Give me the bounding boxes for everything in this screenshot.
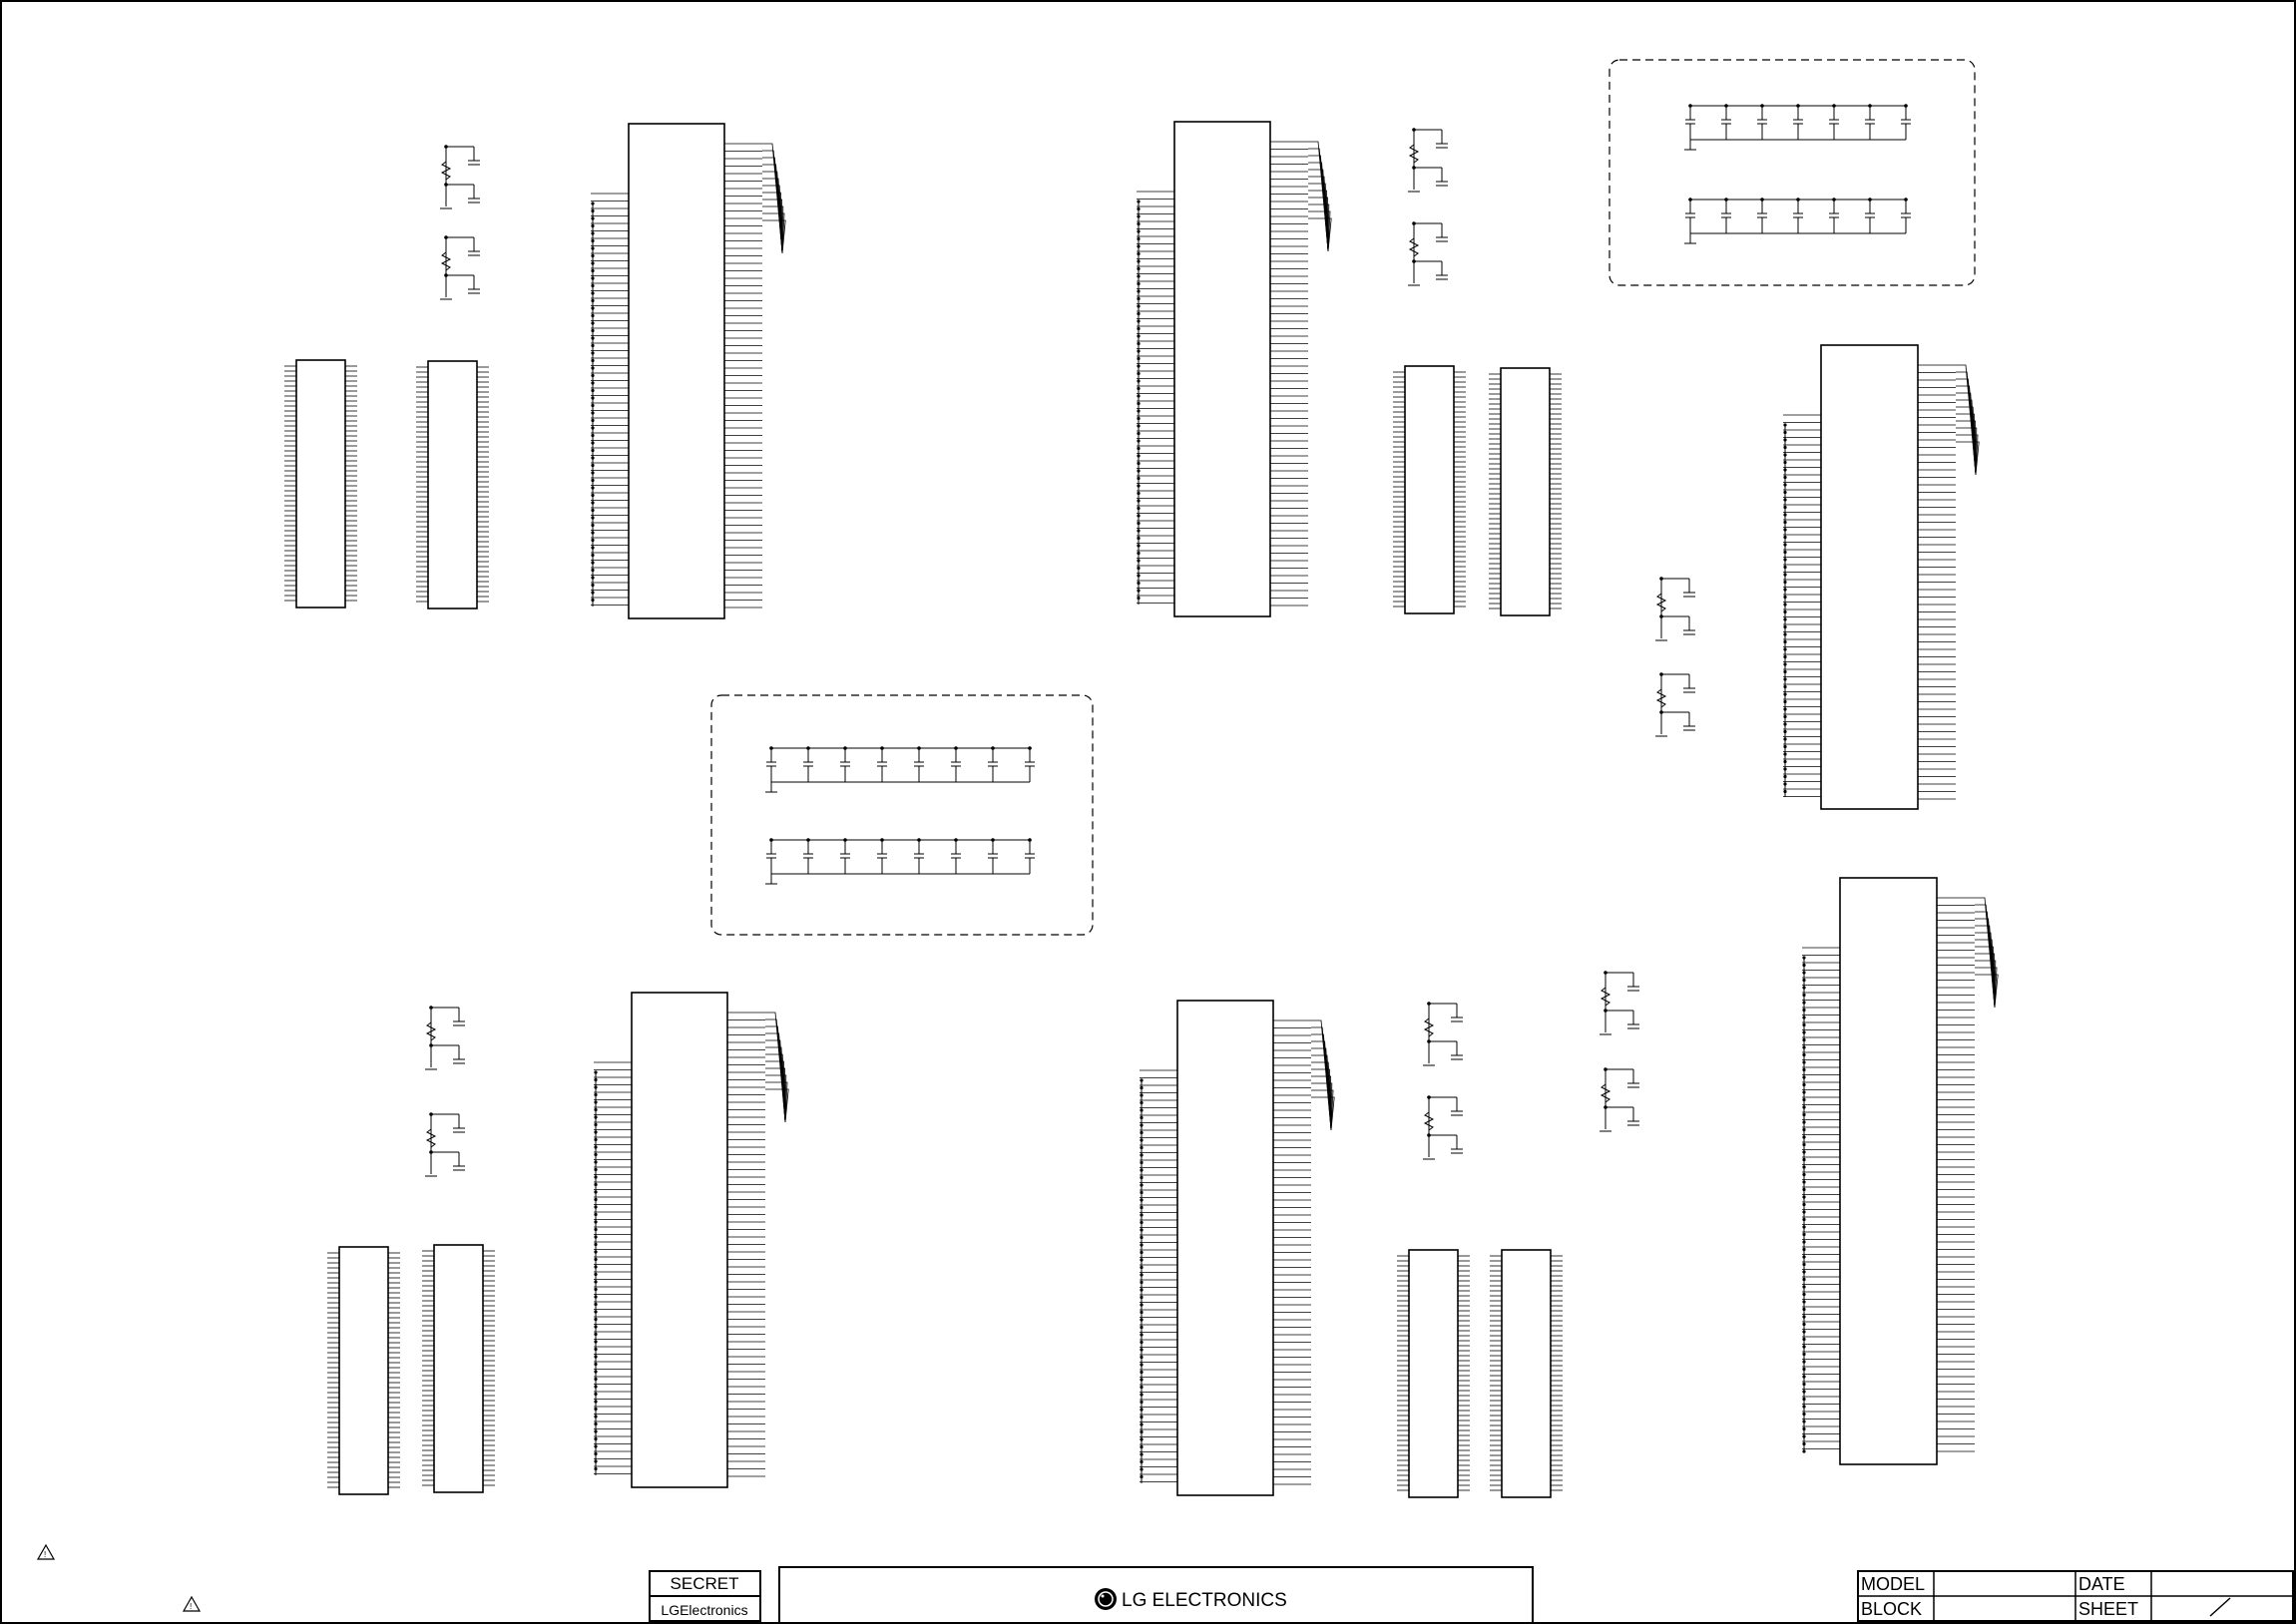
decoupling-region-top <box>1608 59 1976 286</box>
warning-triangle-icon: ! <box>182 1595 202 1612</box>
decoupling-region-middle <box>710 694 1094 936</box>
ic-u4 <box>1176 1000 1274 1496</box>
secret-label: SECRET <box>671 1574 739 1593</box>
ic-m7 <box>1408 1249 1459 1498</box>
ic-chips <box>295 121 1938 1498</box>
ic-m1 <box>295 359 346 609</box>
date-label: DATE <box>2078 1574 2125 1594</box>
svg-text:!: ! <box>190 1602 192 1611</box>
company-small-label: LGElectronics <box>661 1602 747 1618</box>
ic-m3 <box>1404 365 1455 614</box>
title-block-info: MODEL BLOCK DATE SHEET <box>1857 1570 2294 1622</box>
svg-text:!: ! <box>44 1550 46 1559</box>
ic-u1 <box>628 123 725 619</box>
block-label: BLOCK <box>1861 1599 1922 1619</box>
model-label: MODEL <box>1861 1574 1925 1594</box>
ic-u5 <box>1820 344 1919 810</box>
pin-wires <box>284 141 1999 1491</box>
sheet-label: SHEET <box>2078 1599 2138 1619</box>
ic-u6 <box>1839 877 1938 1465</box>
ic-u3 <box>631 992 728 1488</box>
title-block-logo: LG ELECTRONICS <box>778 1566 1534 1624</box>
warning-triangle-icon: ! <box>36 1543 56 1560</box>
rc-networks <box>425 128 1695 1177</box>
ic-u2 <box>1173 121 1271 617</box>
title-block-secret: SECRET LGElectronics <box>649 1570 761 1622</box>
ic-m4 <box>1500 367 1551 616</box>
ic-m5 <box>338 1246 389 1495</box>
capacitor-banks <box>765 104 1911 885</box>
ic-m2 <box>427 360 478 609</box>
ic-m8 <box>1501 1249 1552 1498</box>
lg-logo-icon <box>1095 1588 1117 1610</box>
ic-m6 <box>433 1244 484 1493</box>
company-logo-text: LG ELECTRONICS <box>1122 1590 1287 1611</box>
